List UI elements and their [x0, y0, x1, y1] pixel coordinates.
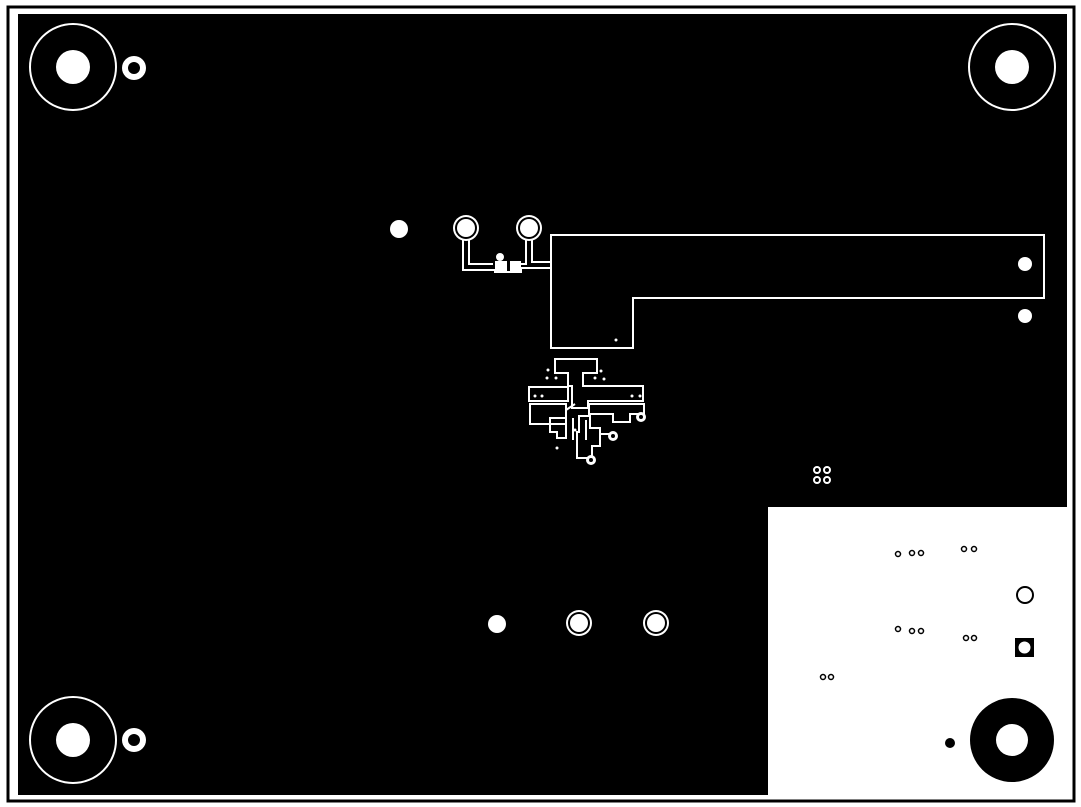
smd-pad — [495, 261, 507, 272]
board-outline — [6, 5, 1076, 803]
mounting-hole-top-left — [29, 23, 117, 111]
through-hole-pad-icon — [390, 220, 1032, 633]
via-icon — [614, 338, 618, 342]
square-pad-icon — [1015, 638, 1034, 657]
through-hole-pad-ringed — [453, 215, 669, 636]
via-icon — [122, 56, 146, 752]
smd-pad — [510, 261, 521, 272]
via-icon — [533, 368, 642, 450]
circuit-cluster — [528, 358, 645, 459]
through-hole-pad-icon — [1016, 586, 1034, 604]
mounting-hole-bottom-right — [970, 698, 1054, 782]
mounting-hole-bottom-left — [29, 696, 117, 784]
via-icon — [496, 253, 504, 261]
mounting-hole-top-right — [968, 23, 1056, 111]
via-icon — [945, 738, 955, 748]
via-cluster — [813, 466, 831, 484]
test-pad — [586, 412, 646, 465]
via-icon — [819, 545, 978, 681]
